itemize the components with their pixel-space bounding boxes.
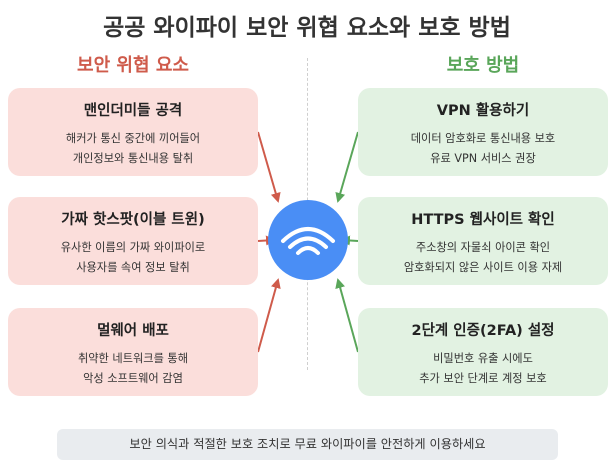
protect-card-title: 2단계 인증(2FA) 설정 (411, 323, 555, 339)
threat-card-line: 유사한 이름의 가짜 와이파이로 (60, 241, 206, 254)
threat-card-line: 악성 소프트웨어 감염 (83, 372, 183, 385)
wifi-icon (268, 200, 348, 280)
threat-card-title: 가짜 핫스팟(이블 트윈) (61, 212, 205, 228)
threat-card-mitm: 맨인더미들 공격 해커가 통신 중간에 끼어들어 개인정보와 통신내용 탈취 (8, 88, 258, 176)
threat-card-line: 사용자를 속여 정보 탈취 (76, 261, 190, 274)
protect-card-title: VPN 활용하기 (436, 103, 530, 119)
protect-card-line: 비밀번호 유출 시에도 (433, 352, 533, 365)
protect-card-line: 암호화되지 않은 사이트 이용 자제 (403, 261, 563, 274)
threat-card-evil-twin: 가짜 핫스팟(이블 트윈) 유사한 이름의 가짜 와이파이로 사용자를 속여 정… (8, 197, 258, 285)
protect-arrow-3 (335, 278, 359, 353)
threat-arrow-3 (257, 278, 281, 353)
threat-arrow-1 (257, 131, 281, 203)
protect-card-title: HTTPS 웹사이트 확인 (411, 212, 555, 228)
protect-card-2fa: 2단계 인증(2FA) 설정 비밀번호 유출 시에도 추가 보안 단계로 계정 … (358, 308, 608, 396)
threats-heading: 보안 위협 요소 (77, 55, 189, 76)
threat-card-title: 멀웨어 배포 (97, 323, 169, 339)
threat-card-line: 해커가 통신 중간에 끼어들어 (65, 132, 201, 145)
protect-card-line: 유료 VPN 서비스 권장 (430, 152, 536, 165)
protect-card-line: 데이터 암호화로 통신내용 보호 (410, 132, 556, 145)
threat-card-line: 취약한 네트워크를 통해 (77, 352, 189, 365)
threat-card-malware: 멀웨어 배포 취약한 네트워크를 통해 악성 소프트웨어 감염 (8, 308, 258, 396)
protect-card-line: 추가 보안 단계로 계정 보호 (419, 372, 547, 385)
threat-card-line: 개인정보와 통신내용 탈취 (72, 152, 194, 165)
protect-card-line: 주소창의 자물쇠 아이콘 확인 (415, 241, 551, 254)
footer-note: 보안 의식과 적절한 보호 조치로 무료 와이파이를 안전하게 이용하세요 (57, 429, 558, 460)
protect-card-vpn: VPN 활용하기 데이터 암호화로 통신내용 보호 유료 VPN 서비스 권장 (358, 88, 608, 176)
page-title: 공공 와이파이 보안 위협 요소와 보호 방법 (103, 15, 511, 41)
threat-card-title: 맨인더미들 공격 (83, 103, 183, 119)
protect-arrow-1 (335, 131, 359, 203)
protect-card-https: HTTPS 웹사이트 확인 주소창의 자물쇠 아이콘 확인 암호화되지 않은 사… (358, 197, 608, 285)
protections-heading: 보호 방법 (446, 55, 520, 76)
